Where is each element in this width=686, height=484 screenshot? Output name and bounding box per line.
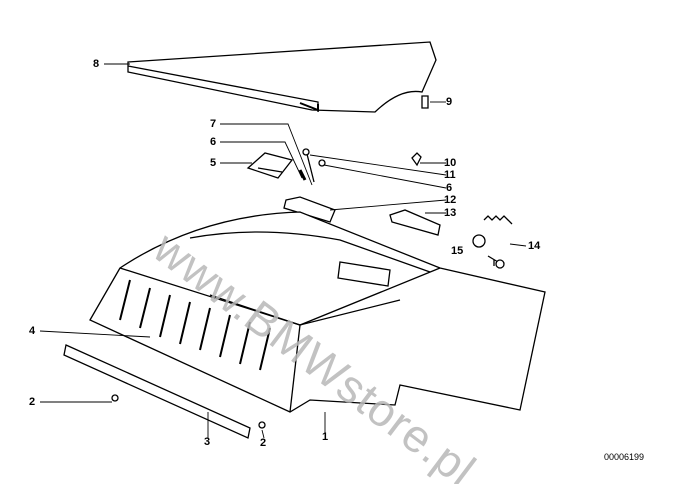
callout-6: 6 [210, 136, 217, 148]
spring-part [483, 215, 513, 225]
lock-catch-part [389, 209, 441, 236]
callout-13: 13 [444, 207, 457, 219]
callout-9: 9 [446, 96, 453, 108]
glovebox-part [89, 211, 546, 413]
screw-9-part [421, 95, 429, 109]
lock-cylinder-part [472, 234, 486, 248]
hinge-part [246, 152, 294, 179]
callout-4: 4 [29, 325, 36, 337]
callout-2: 2 [29, 396, 36, 408]
callout-2b: 2 [260, 437, 267, 449]
callout-7: 7 [210, 118, 217, 130]
latch-bracket-part [283, 196, 336, 223]
key-part [487, 255, 499, 266]
drawing-code: 00006199 [604, 452, 645, 462]
callout-1: 1 [322, 431, 329, 443]
callout-14: 14 [528, 240, 541, 252]
callout-3: 3 [204, 436, 211, 448]
callout-5: 5 [210, 157, 217, 169]
lid-part [127, 41, 437, 113]
callout-8: 8 [93, 58, 100, 70]
callout-10: 10 [444, 157, 457, 169]
callout-6b: 6 [446, 182, 453, 194]
callout-11: 11 [444, 169, 456, 181]
bar-part [63, 344, 251, 439]
buffer-part [411, 152, 422, 167]
callout-12: 12 [444, 194, 457, 206]
callout-15: 15 [451, 245, 464, 257]
